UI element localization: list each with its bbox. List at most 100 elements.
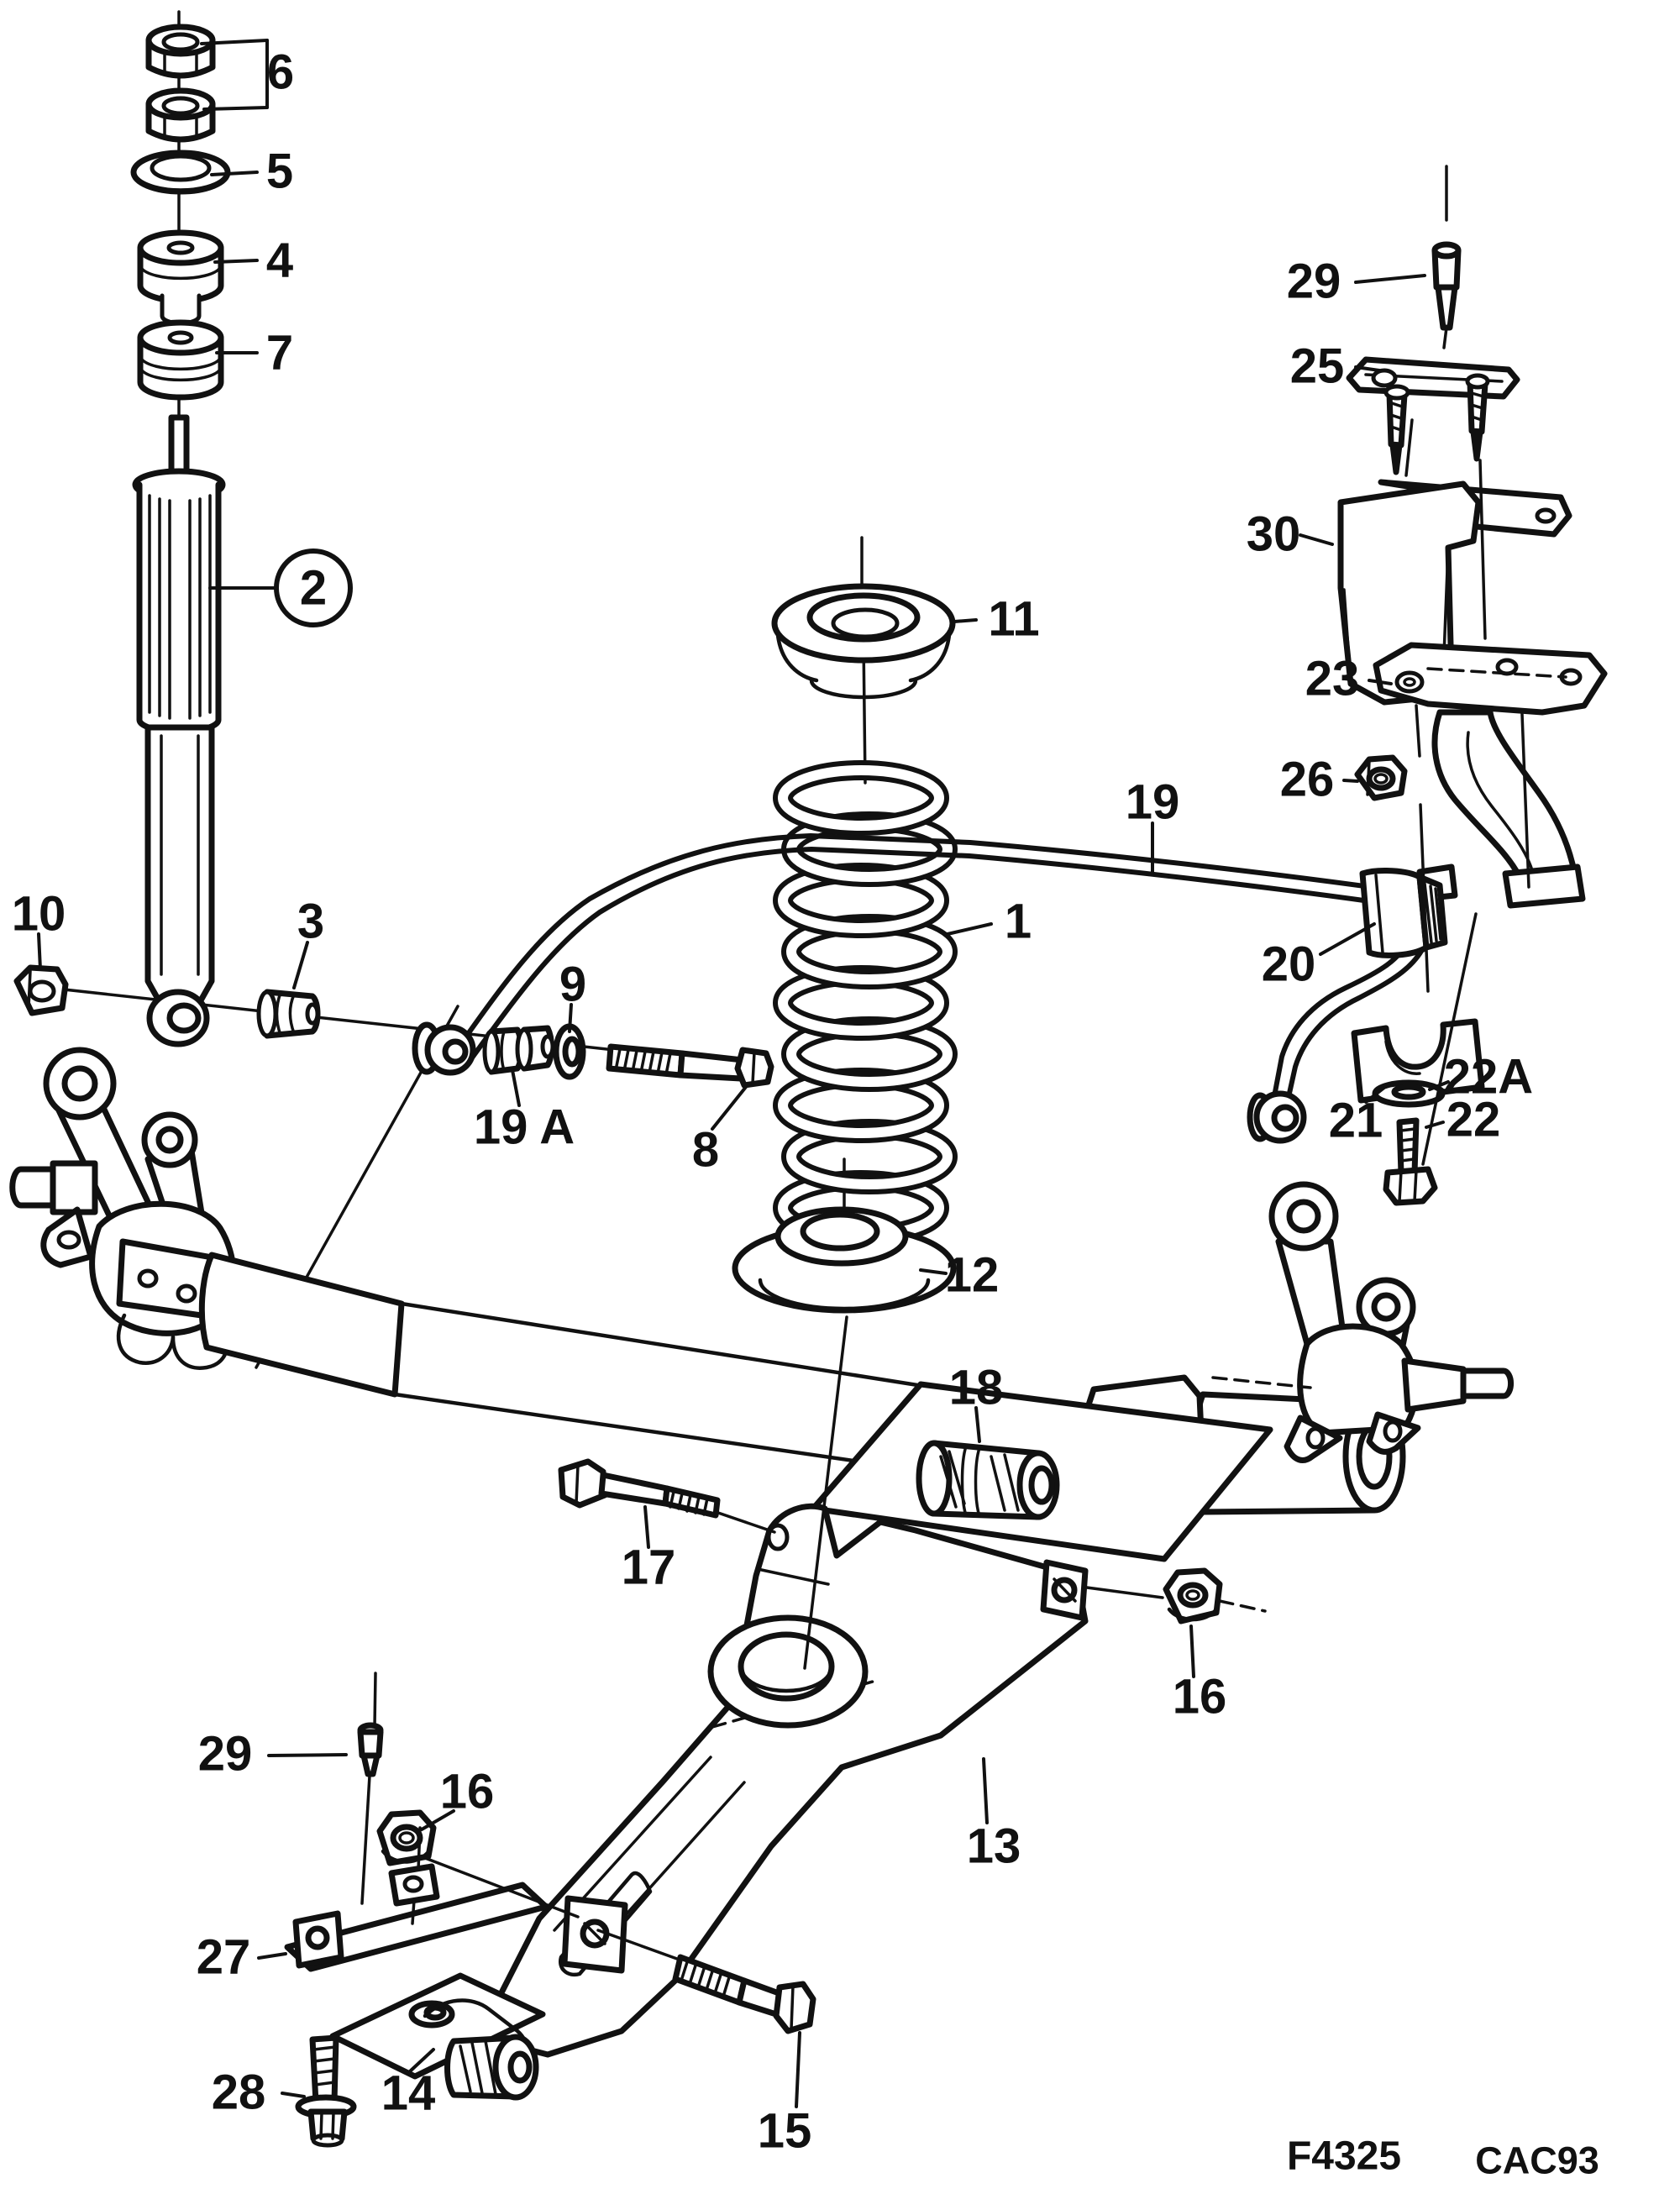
upper-spring-seat bbox=[771, 583, 956, 700]
leader-line-30 bbox=[1299, 533, 1334, 546]
nut-16-right bbox=[1163, 1567, 1223, 1625]
callout-28: 28 bbox=[212, 2065, 266, 2120]
callout-8: 8 bbox=[692, 1123, 719, 1178]
leader-line-4 bbox=[213, 259, 259, 264]
leader-line-25 bbox=[1354, 365, 1381, 372]
leader-line-27 bbox=[257, 1952, 287, 1960]
leader-line-29-top bbox=[1354, 274, 1426, 284]
bolt-17 bbox=[558, 1458, 721, 1519]
callout-3: 3 bbox=[297, 895, 324, 949]
bushing-4 bbox=[137, 229, 224, 326]
bracket-14 bbox=[329, 1972, 546, 2101]
bushing-7 bbox=[137, 319, 224, 401]
callout-16-right: 16 bbox=[1173, 1670, 1227, 1724]
callout-14: 14 bbox=[381, 2066, 436, 2121]
callout-25: 25 bbox=[1290, 339, 1345, 394]
bushing-19a-pair bbox=[482, 1025, 555, 1075]
callout-10: 10 bbox=[12, 887, 66, 942]
revision-code-text: CAC93 bbox=[1475, 2139, 1599, 2182]
nut-6a bbox=[145, 24, 216, 79]
sway-bar-mount-cluster bbox=[1351, 868, 1485, 1206]
callout-6: 6 bbox=[267, 45, 294, 100]
leader-line-18 bbox=[974, 1406, 981, 1443]
leader-line-22 bbox=[1425, 1121, 1445, 1129]
callout-21: 21 bbox=[1329, 1094, 1383, 1148]
callout-22: 22 bbox=[1446, 1093, 1501, 1147]
callout-29-bottom: 29 bbox=[198, 1727, 253, 1782]
nut-10 bbox=[13, 964, 69, 1016]
sway-bar-link-parts bbox=[482, 1023, 774, 1089]
callout-17: 17 bbox=[622, 1541, 676, 1595]
callout-leader-lines bbox=[37, 39, 1450, 2108]
shock-absorber bbox=[132, 414, 226, 1047]
callout-15: 15 bbox=[758, 2104, 812, 2159]
figure-code-text: F4325 bbox=[1287, 2134, 1401, 2179]
sway-bar bbox=[412, 833, 1432, 1144]
bracket-23 bbox=[1373, 642, 1608, 909]
left-wheel-knuckle bbox=[9, 1047, 237, 1370]
leader-line-21 bbox=[1364, 1082, 1391, 1104]
leader-line-22A bbox=[1428, 1080, 1450, 1091]
callout-29-top: 29 bbox=[1287, 255, 1341, 309]
leader-line-23 bbox=[1368, 679, 1393, 685]
trailing-arm-rear-clip bbox=[1040, 1559, 1089, 1621]
front-mount-cluster bbox=[284, 1672, 549, 2148]
assembly-axis-lines-over bbox=[423, 418, 1530, 1960]
leader-line-13 bbox=[982, 1757, 989, 1824]
leader-line-6 bbox=[202, 106, 269, 111]
right-bracket-cluster bbox=[1337, 165, 1608, 909]
leader-line-3 bbox=[292, 941, 309, 989]
callout-9: 9 bbox=[559, 958, 586, 1012]
callout-22A: 22A bbox=[1444, 1050, 1533, 1105]
washer-9 bbox=[553, 1023, 586, 1080]
callout-4: 4 bbox=[266, 234, 293, 288]
leader-line-12 bbox=[919, 1268, 948, 1275]
leader-line-11 bbox=[953, 618, 978, 623]
callout-11: 11 bbox=[988, 592, 1039, 647]
callout-19A: 19 A bbox=[474, 1100, 575, 1155]
nut-6b bbox=[145, 87, 216, 143]
callout-12: 12 bbox=[945, 1248, 1000, 1303]
sway-bar-left-eye bbox=[412, 1021, 476, 1076]
trailing-arm-front-clip bbox=[561, 1895, 628, 1974]
leader-line-6 bbox=[200, 39, 269, 45]
bushing-3 bbox=[256, 989, 321, 1039]
bolt-8 bbox=[606, 1043, 774, 1089]
callout-16-left: 16 bbox=[440, 1765, 495, 1819]
leader-line-9 bbox=[568, 1003, 573, 1033]
leader-line-1 bbox=[946, 922, 993, 936]
sway-bar-right-eye bbox=[1247, 1090, 1307, 1144]
callout-30: 30 bbox=[1247, 507, 1301, 562]
leader-line-20 bbox=[1319, 922, 1376, 956]
leader-line-28 bbox=[281, 2092, 306, 2098]
bolt-15 bbox=[672, 1954, 816, 2034]
right-wheel-knuckle bbox=[1268, 1181, 1515, 1463]
leader-line-26 bbox=[1342, 779, 1359, 783]
lower-spring-seat bbox=[732, 1206, 957, 1314]
callout-18: 18 bbox=[949, 1361, 1004, 1415]
callout-5: 5 bbox=[266, 144, 293, 199]
trailing-arm bbox=[491, 1503, 1089, 2058]
bolt-22 bbox=[1383, 1117, 1438, 1206]
figure-code: F4325 CAC93 bbox=[1287, 2134, 1599, 2182]
leader-line-10 bbox=[37, 932, 42, 971]
callout-27: 27 bbox=[197, 1930, 251, 1985]
strip-27 bbox=[284, 1826, 549, 1972]
bracket-25 bbox=[1346, 356, 1520, 475]
shock-body-shading bbox=[148, 494, 212, 720]
callout-20: 20 bbox=[1262, 937, 1316, 992]
callout-1: 1 bbox=[1005, 895, 1032, 949]
callout-26: 26 bbox=[1280, 753, 1335, 807]
leader-line-5 bbox=[210, 171, 259, 176]
spring-coil bbox=[778, 765, 944, 831]
callout-7: 7 bbox=[266, 326, 293, 381]
bushing-18 bbox=[916, 1440, 1060, 1520]
screw-29-bottom bbox=[357, 1672, 384, 1905]
callout-circle-2 bbox=[274, 548, 353, 627]
screw-28 bbox=[295, 2034, 357, 2148]
leader-line-8 bbox=[711, 1085, 748, 1131]
washer-5 bbox=[130, 150, 231, 195]
callout-23: 23 bbox=[1305, 652, 1360, 706]
bushing-20 bbox=[1359, 868, 1448, 958]
